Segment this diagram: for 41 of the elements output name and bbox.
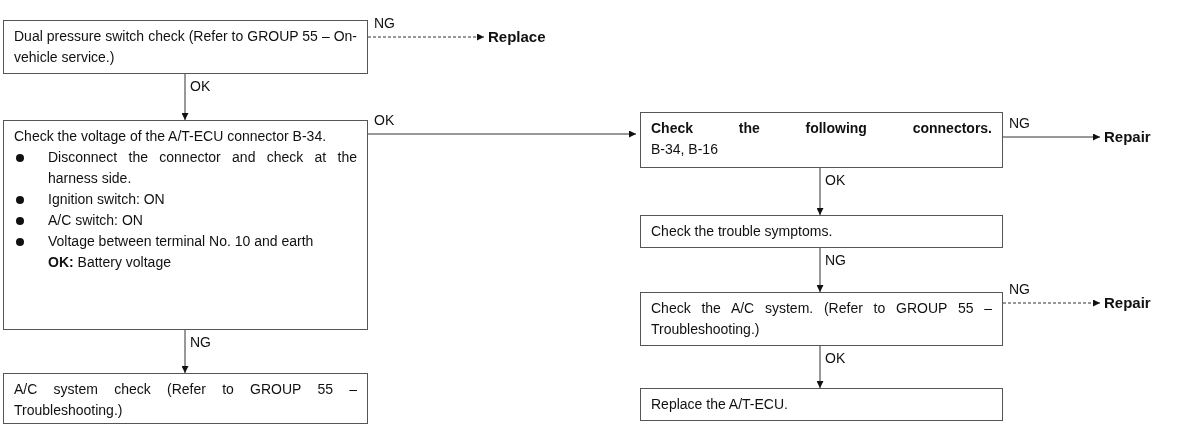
edge-label: NG bbox=[1009, 115, 1030, 131]
edge-label: OK bbox=[825, 350, 846, 366]
outcome-text: Repair bbox=[1104, 128, 1151, 145]
step-text: OK: Battery voltage bbox=[48, 253, 172, 272]
step-text: Disconnect the connector and check at the harness side. bbox=[48, 148, 357, 188]
step-text: A/C system check (Refer to GROUP 55 – Troubleshooting.) bbox=[14, 380, 357, 420]
outcome-text: Repair bbox=[1104, 294, 1151, 311]
arrow bbox=[181, 73, 189, 121]
process-box bbox=[3, 20, 368, 74]
process-box bbox=[3, 373, 368, 424]
edge-label: NG bbox=[374, 15, 395, 31]
edge-label: NG bbox=[190, 334, 211, 350]
outcome-text: Replace bbox=[488, 28, 546, 45]
step-text: Voltage between terminal No. 10 and earth bbox=[48, 232, 314, 251]
step-text: Replace the A/T-ECU. bbox=[651, 395, 789, 414]
process-box bbox=[640, 112, 1003, 168]
edge-label: OK bbox=[374, 112, 395, 128]
edge-label: NG bbox=[1009, 281, 1030, 297]
step-text: Check the voltage of the A/T-ECU connector B-34. bbox=[14, 127, 328, 146]
process-box bbox=[640, 215, 1003, 248]
arrow bbox=[367, 33, 485, 41]
process-box bbox=[3, 120, 368, 330]
step-text: Check the A/C system. (Refer to GROUP 55 – Troubleshooting.) bbox=[651, 299, 992, 339]
step-text: Ignition switch: ON bbox=[48, 190, 165, 209]
step-text: Dual pressure switch check (Refer to GROUP 55 – On-vehicle service.) bbox=[14, 27, 357, 67]
arrow bbox=[816, 167, 824, 216]
process-box bbox=[640, 292, 1003, 346]
arrow bbox=[367, 130, 637, 138]
edge-label: NG bbox=[825, 252, 846, 268]
edge-label: OK bbox=[825, 172, 846, 188]
step-text: Check the following connectors. bbox=[651, 119, 992, 138]
edge-label: OK bbox=[190, 78, 211, 94]
process-box bbox=[640, 388, 1003, 421]
arrow bbox=[1002, 133, 1101, 141]
arrow bbox=[816, 247, 824, 293]
step-text: B-34, B-16 bbox=[651, 140, 719, 159]
arrow bbox=[816, 345, 824, 389]
arrow bbox=[181, 329, 189, 374]
step-text: Check the trouble symptoms. bbox=[651, 222, 834, 241]
step-text: A/C switch: ON bbox=[48, 211, 143, 230]
arrow bbox=[1002, 299, 1101, 307]
